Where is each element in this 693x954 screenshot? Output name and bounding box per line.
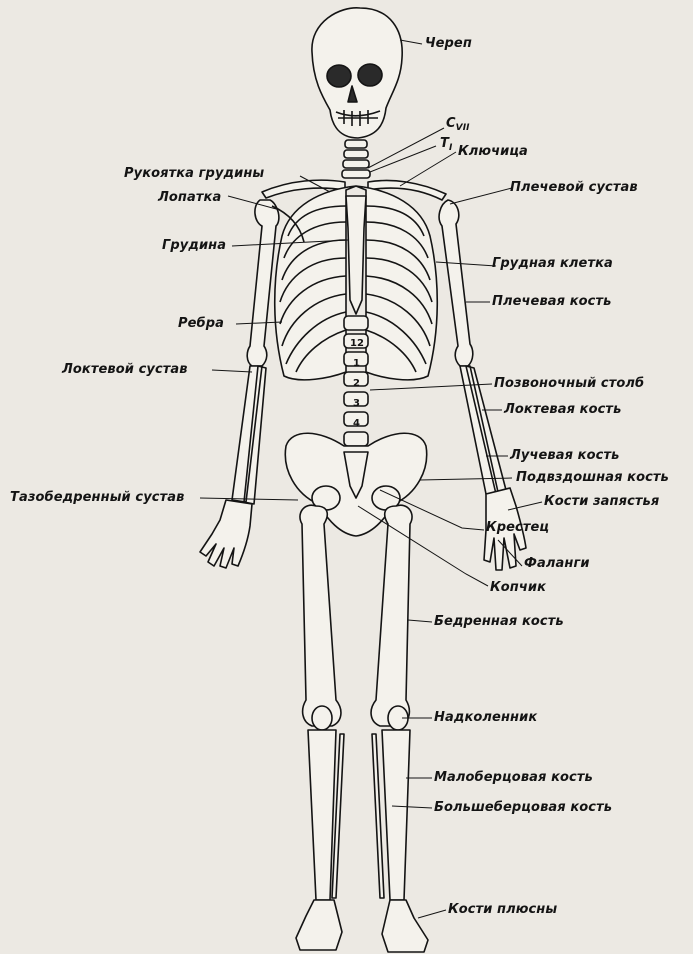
label-manubrium: Рукоятка грудины — [124, 166, 264, 181]
label-scapula: Лопатка — [158, 190, 221, 205]
label-femur: Бедренная кость — [434, 614, 564, 629]
label-t1: TI — [440, 136, 452, 151]
label-t1-sub: I — [449, 143, 452, 153]
label-chest: Грудная клетка — [492, 256, 613, 271]
label-ulna: Локтевая кость — [504, 402, 621, 417]
label-spine: Позвоночный столб — [494, 376, 644, 391]
humerus-left-shape — [247, 200, 279, 366]
cervical-vertebrae — [342, 140, 370, 178]
foot-right — [382, 900, 428, 952]
sternum-shape — [346, 196, 366, 314]
label-sternum: Грудина — [162, 238, 226, 253]
label-c7-sub: VII — [456, 123, 470, 133]
label-c7: CVII — [446, 116, 470, 131]
vertebra-number: 1 — [353, 358, 360, 369]
label-ilium: Подвздошная кость — [516, 470, 669, 485]
vertebra-number: 2 — [353, 378, 360, 389]
eye-socket-left — [327, 65, 351, 87]
label-coccyx: Копчик — [490, 580, 546, 595]
foot-left — [296, 900, 342, 950]
label-t1-letter: T — [440, 136, 449, 151]
label-hip: Тазобедренный сустав — [10, 490, 184, 505]
label-skull: Череп — [425, 36, 472, 51]
label-sacrum: Крестец — [486, 520, 549, 535]
label-shoulder-joint: Плечевой сустав — [510, 180, 638, 195]
eye-socket-right — [358, 64, 382, 86]
label-radius: Лучевая кость — [510, 448, 619, 463]
label-ribs: Ребра — [178, 316, 224, 331]
label-patella: Надколенник — [434, 710, 537, 725]
vertebra-number: 4 — [353, 418, 360, 429]
lower-leg-right — [372, 730, 410, 900]
label-tibia: Большеберцовая кость — [434, 800, 612, 815]
label-phalanges: Фаланги — [524, 556, 590, 571]
humerus-right-shape — [439, 200, 473, 366]
label-metatarsals: Кости плюсны — [448, 902, 557, 917]
label-elbow: Локтевой сустав — [62, 362, 188, 377]
forearm-left — [232, 366, 266, 504]
label-humerus: Плечевая кость — [492, 294, 611, 309]
femur-right-shape — [371, 505, 412, 726]
patella-left — [312, 706, 332, 730]
hand-left — [200, 500, 252, 568]
label-clavicle: Ключица — [458, 144, 528, 159]
lower-leg-left — [308, 730, 344, 900]
label-fibula: Малоберцовая кость — [434, 770, 593, 785]
vertebra-number: 12 — [350, 338, 364, 349]
femur-left-shape — [300, 505, 341, 726]
label-carpals: Кости запястья — [544, 494, 659, 509]
label-c7-letter: C — [446, 116, 456, 131]
vertebra-number: 3 — [353, 398, 360, 409]
